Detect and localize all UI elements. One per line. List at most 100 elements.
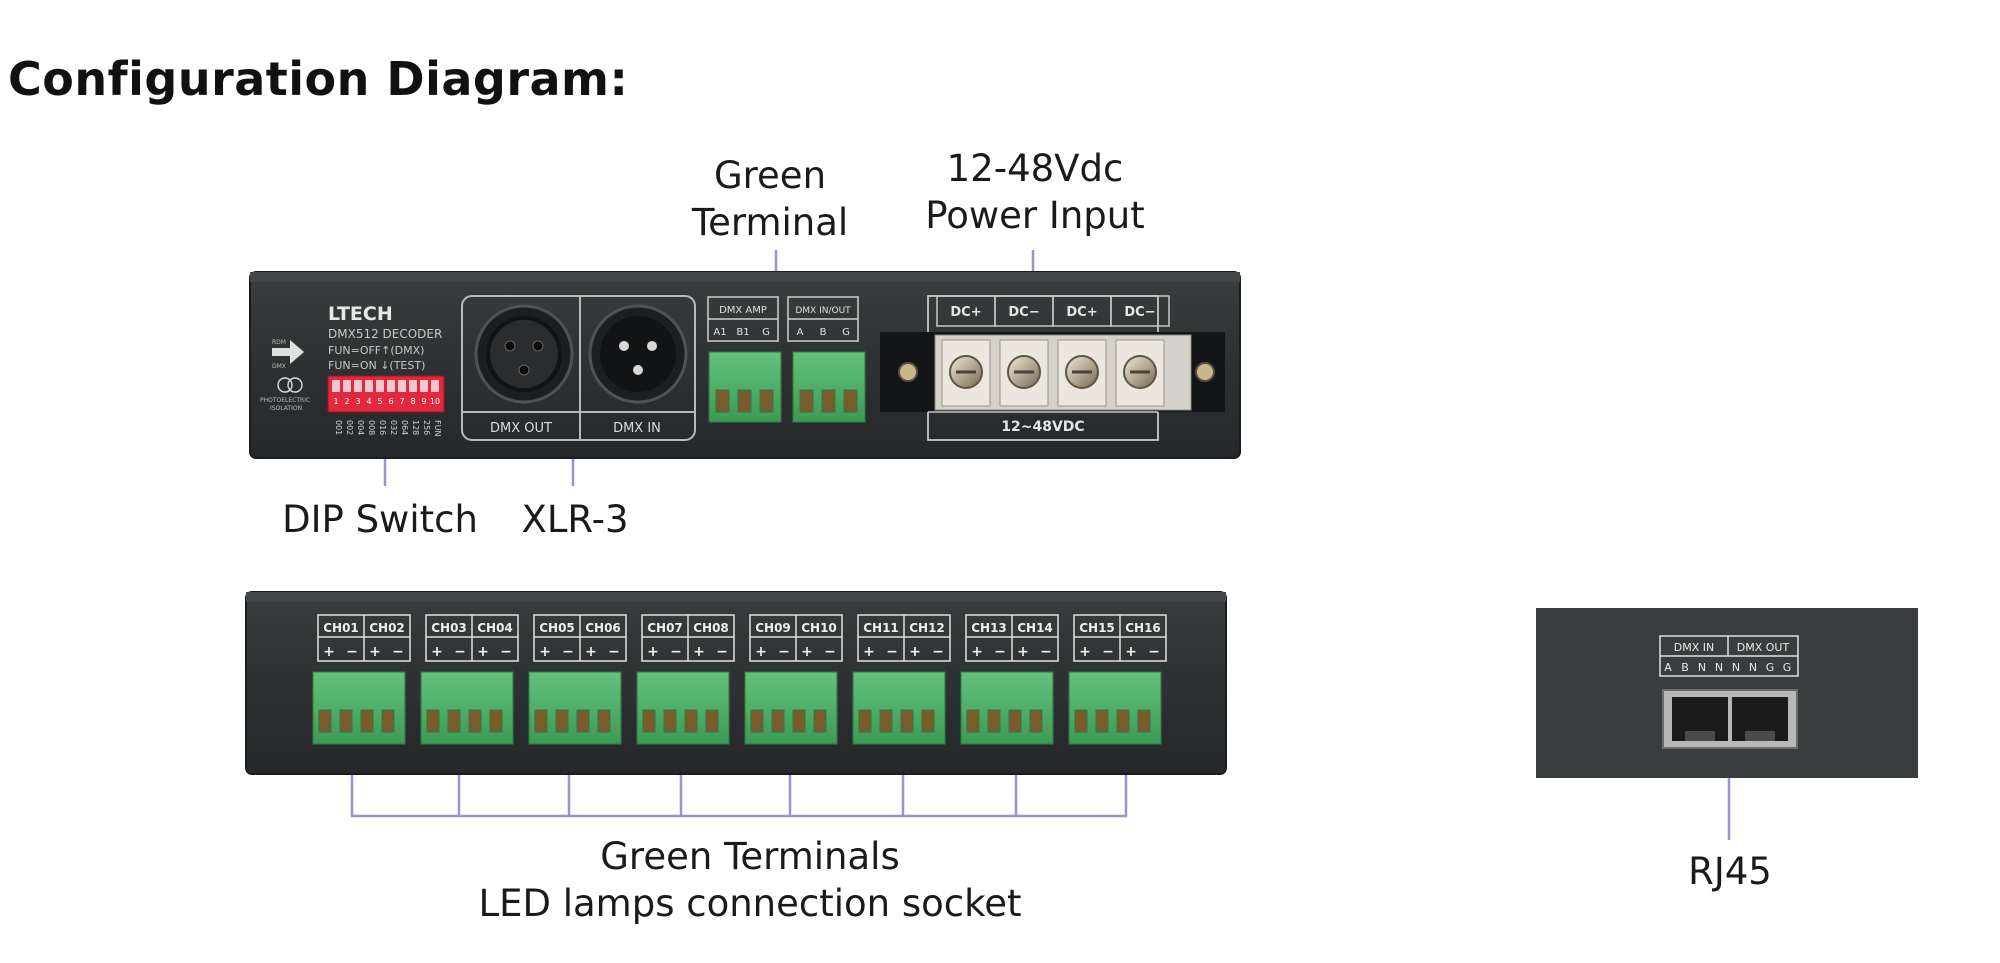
dip-switch-label: DIP Switch [282,498,478,541]
front-panel-device: LTECH DMX512 DECODER FUN=OFF↑(DMX) FUN=O… [249,271,1241,459]
dip-value-3: 004 [356,420,365,435]
channel-terminal-5[interactable] [744,671,838,745]
rj45-pin-1: A [1664,661,1672,674]
dip-knob-4[interactable] [365,380,373,392]
power-pin-header-4 [1110,295,1170,327]
channel-label-ch07: CH07 [647,621,683,635]
dip-knob-5[interactable] [376,380,384,392]
polarity-mark-4: − [500,644,512,660]
dmx-in-label: DMX IN [613,421,661,436]
channel-label-ch06: CH06 [585,621,621,635]
dip-number-7: 7 [399,397,404,406]
rj45-dmx-in-label: DMX IN [1674,641,1714,654]
dmx-amp-pin-G: G [762,327,770,338]
polarity-mark-4: − [932,644,944,660]
dip-knob-7[interactable] [398,380,406,392]
green-terminals-label-line1: Green Terminals [600,835,900,878]
leader-green-terminals-bus [350,757,1128,818]
dip-number-10: 10 [430,397,440,406]
xlr-frame [461,295,696,441]
polarity-mark-3: + [585,644,597,660]
dmx-amp-pin-B1: B1 [736,327,749,338]
dip-knob-8[interactable] [409,380,417,392]
channel-label-ch02: CH02 [369,621,405,635]
dip-number-8: 8 [410,397,415,406]
polarity-mark-2: − [454,644,466,660]
dmx-inout-pin-B: B [820,327,827,338]
channel-terminal-6[interactable] [852,671,946,745]
power-pin-label-2: DC− [1008,305,1039,320]
green-terminals-label-line2: LED lamps connection socket [478,882,1022,925]
dip-value-2: 002 [345,420,354,435]
polarity-mark-2: − [778,644,790,660]
channel-label-ch13: CH13 [971,621,1007,635]
polarity-mark-2: − [346,644,358,660]
rj45-label: RJ45 [1688,850,1772,893]
power-pin-label-1: DC+ [950,305,981,320]
polarity-mark-4: − [716,644,728,660]
channel-terminal-4[interactable] [636,671,730,745]
polarity-mark-4: − [1040,644,1052,660]
power-input-label-line1: 12-48Vdc [946,147,1124,190]
channel-terminal-7[interactable] [960,671,1054,745]
dmx-inout-terminal[interactable] [792,351,866,423]
power-screws [941,339,1165,407]
xlr3-label: XLR-3 [521,498,629,541]
rj45-jacks[interactable] [1662,689,1798,749]
channel-terminal-1[interactable] [312,671,406,745]
polarity-mark-1: + [1079,644,1091,660]
polarity-mark-1: + [755,644,767,660]
polarity-mark-1: + [323,644,335,660]
dmx-inout-pin-G: G [842,327,850,338]
channel-label-ch14: CH14 [1017,621,1053,635]
channel-terminal-8[interactable] [1068,671,1162,745]
dmx-amp-terminal[interactable] [708,351,782,423]
rj45-pin-2: B [1681,661,1689,674]
channel-label-ch09: CH09 [755,621,791,635]
polarity-mark-4: − [608,644,620,660]
dip-knob-9[interactable] [420,380,428,392]
channel-terminal-2[interactable] [420,671,514,745]
dip-knob-2[interactable] [343,380,351,392]
channel-label-ch12: CH12 [909,621,945,635]
page-title: Configuration Diagram: [8,52,629,106]
dip-number-3: 3 [355,397,360,406]
voltage-label: 12~48VDC [1001,419,1084,435]
mount-screw-left-icon [898,362,918,382]
power-pin-headers: DC+DC−DC+DC− [936,295,1170,327]
xlr-in-connector[interactable] [588,304,688,404]
dip-knob-3[interactable] [354,380,362,392]
channel-terminal-3[interactable] [528,671,622,745]
dip-number-1: 1 [333,397,338,406]
dip-knob-10[interactable] [431,380,439,392]
rj45-dmx-out-label: DMX OUT [1737,641,1790,654]
polarity-mark-2: − [994,644,1006,660]
power-pin-label-3: DC+ [1066,305,1097,320]
polarity-mark-3: + [801,644,813,660]
polarity-mark-3: + [909,644,921,660]
polarity-mark-2: − [562,644,574,660]
green-terminal-label-line1: Green [713,154,827,197]
xlr-out-connector[interactable] [474,304,574,404]
dip-value-7: 064 [400,420,409,435]
polarity-mark-3: + [477,644,489,660]
polarity-mark-1: + [539,644,551,660]
channel-label-ch08: CH08 [693,621,729,635]
dip-knob-6[interactable] [387,380,395,392]
dip-value-6: 032 [389,420,398,435]
channel-label-ch04: CH04 [477,621,513,635]
dip-knob-1[interactable] [332,380,340,392]
green-terminals-label: Green Terminals LED lamps connection soc… [450,833,1050,927]
channel-label-ch01: CH01 [323,621,359,635]
rj45-pin-3: N [1698,661,1706,674]
polarity-mark-3: + [1017,644,1029,660]
polarity-mark-3: + [369,644,381,660]
